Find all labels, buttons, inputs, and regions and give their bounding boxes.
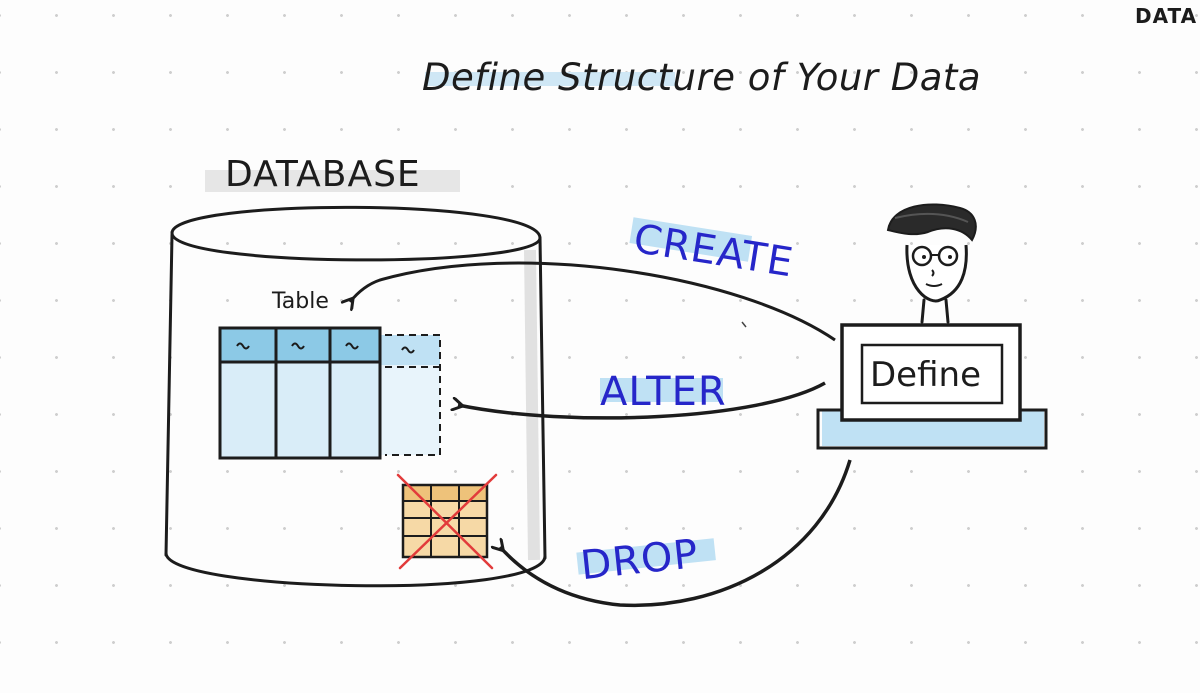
create-highlight bbox=[629, 217, 753, 262]
person-icon bbox=[886, 203, 977, 324]
brand-logo: DATA bbox=[1135, 4, 1197, 28]
cross-icon bbox=[396, 473, 498, 570]
create-arrow bbox=[350, 261, 836, 342]
stray-mark bbox=[741, 321, 747, 328]
drop-highlight bbox=[576, 538, 716, 575]
database-label-shadow bbox=[205, 170, 460, 192]
database-cylinder-icon bbox=[164, 205, 547, 588]
alter-arrow bbox=[458, 381, 826, 420]
laptop-label: Define bbox=[870, 355, 981, 395]
alter-highlight bbox=[600, 378, 723, 402]
drop-label: DROP bbox=[578, 531, 700, 589]
database-label: DATABASE bbox=[225, 154, 421, 195]
table-icon bbox=[218, 326, 441, 460]
laptop-icon bbox=[816, 323, 1048, 450]
alter-label: ALTER bbox=[600, 369, 727, 415]
title-highlight bbox=[425, 72, 675, 86]
table-label: Table bbox=[271, 289, 329, 314]
page-title: Define Structure of Your Data bbox=[422, 56, 981, 99]
drop-arrow bbox=[500, 459, 852, 608]
